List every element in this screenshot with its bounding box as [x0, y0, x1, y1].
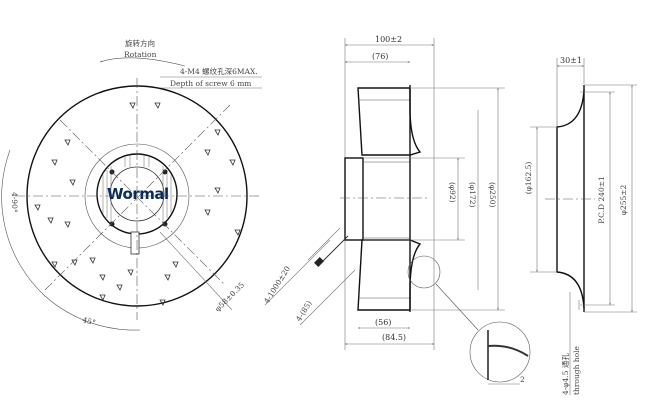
ring-profile	[556, 89, 585, 309]
impeller-bottom	[357, 239, 422, 311]
width-76-label: (76)	[372, 52, 388, 61]
ring-outer-dia-label: φ255±2	[619, 184, 628, 215]
front-view: 旋转方向 Rotation 4-M4 螺纹孔深6MAX. Depth of sc…	[1, 38, 262, 331]
cable-length-label: 4-1000±20	[262, 264, 292, 305]
dim-56-label: (56)	[375, 318, 391, 327]
impeller-top	[357, 87, 422, 156]
motor-body	[344, 157, 364, 241]
cable	[264, 227, 356, 326]
inlet-ring-view: 30±1 (φ162.5) P.C.D 240±1 φ255±2 4-φ4.5 …	[524, 56, 637, 395]
detail-marker	[407, 255, 441, 289]
screw-note-en: Depth of screw 6 mm	[170, 79, 251, 88]
rotation-arrow-icon	[99, 57, 186, 67]
dia-92-label: (φ92)	[448, 182, 457, 203]
hub-diameter-label: φ58±0.35	[213, 280, 246, 313]
angle-45-label: 45°	[81, 315, 96, 327]
cable-gland	[130, 231, 140, 255]
dia-172-label: (φ172)	[468, 182, 477, 207]
ring-depth-label: 30±1	[560, 56, 582, 65]
dia-250-label: (φ250)	[488, 182, 497, 207]
side-view: 100±2 (76) (φ92) (φ172) (φ250) 4-1000±20…	[262, 35, 531, 385]
hole-note-cn: 4-φ4.5 通孔	[560, 353, 570, 395]
angle-90-label: 4-90°	[10, 192, 19, 213]
cable-strip-label: 4-(85)	[294, 299, 314, 323]
blade-markers	[34, 102, 241, 306]
dim-84-5-label: (84.5)	[382, 333, 406, 342]
hole-note-en: through hole	[572, 345, 581, 395]
detail-dim-label: 2	[520, 375, 525, 384]
pcd-label: P.C.D 240±1	[597, 176, 606, 224]
screw-note-cn: 4-M4 螺纹孔深6MAX.	[180, 66, 258, 76]
rotation-label-cn: 旋转方向	[125, 38, 155, 48]
brand-logo: Wormal	[107, 185, 169, 203]
rotation-label-en: Rotation	[124, 50, 157, 59]
detail-view: 2	[469, 321, 531, 385]
ring-inner-dia-label: (φ162.5)	[524, 162, 533, 195]
width-total-label: 100±2	[375, 35, 402, 44]
angle-arc	[1, 149, 46, 297]
